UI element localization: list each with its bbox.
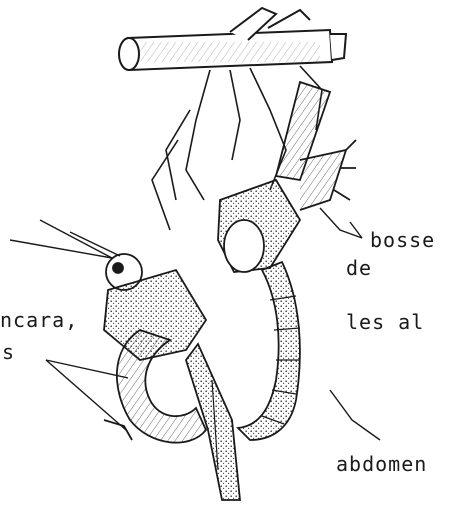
branch [119,8,346,70]
label-bosse: bosse [370,228,435,252]
label-les-al: les al [346,310,424,334]
label-de: de [346,256,372,280]
label-carcara: ncara, [0,308,78,332]
label-abdomen: abdomen [336,452,427,476]
antennae [10,220,120,258]
abdomen [238,262,300,440]
label-s-fragment: s [2,340,15,364]
